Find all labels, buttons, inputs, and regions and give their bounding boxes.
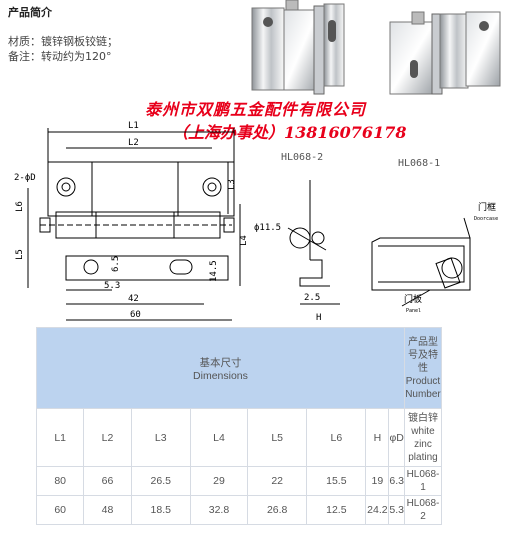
hinge-side-view bbox=[65, 255, 229, 281]
dimensions-header-cn: 基本尺寸 bbox=[199, 356, 242, 369]
col-header: L4 bbox=[189, 408, 249, 467]
model-label-left: HL068-2 bbox=[281, 152, 324, 163]
dimensions-header-en: Dimensions bbox=[193, 369, 248, 382]
cell: 15.5 bbox=[306, 466, 367, 496]
model-header-en: Product Number bbox=[405, 375, 441, 400]
mount-hole-left bbox=[56, 177, 76, 197]
mount-hole-right bbox=[202, 177, 222, 197]
cell: 5.3 bbox=[388, 495, 405, 525]
col-header: L3 bbox=[130, 408, 191, 467]
company-contact: （上海办事处）13816076178 bbox=[172, 123, 407, 142]
dim-label-l5: L5 bbox=[15, 249, 25, 260]
dim-label-l3: L3 bbox=[227, 179, 237, 190]
finish-label: 镀白锌 white zinc plating bbox=[403, 408, 443, 467]
hinge-top-view bbox=[47, 161, 235, 217]
model-cell: HL068-2 bbox=[403, 495, 443, 525]
col-header: L6 bbox=[306, 408, 367, 467]
dim-label-h: H bbox=[316, 313, 321, 323]
label-panel: Panel bbox=[406, 308, 421, 314]
cell: 48 bbox=[83, 495, 132, 525]
cell: 26.5 bbox=[130, 466, 191, 496]
cell: 12.5 bbox=[306, 495, 367, 525]
hinge-photo-hl068-2 bbox=[251, 0, 345, 95]
col-header: H bbox=[365, 408, 390, 467]
dimensions-header: 基本尺寸 Dimensions bbox=[36, 327, 405, 409]
col-header: L5 bbox=[247, 408, 308, 467]
hinge-photo-hl068-1 bbox=[389, 11, 501, 95]
note-text: 备注：转动约为120° bbox=[8, 50, 112, 63]
dim-label-60: 60 bbox=[130, 310, 141, 320]
dim-label-2phid: 2-ϕD bbox=[14, 173, 36, 183]
technical-drawing: L1 L2 L3 L4 L5 L6 2-ϕD 42 60 5.3 6.5 14.… bbox=[14, 121, 498, 323]
model-label-right: HL068-1 bbox=[398, 158, 441, 169]
column-header-row: L1 L2 L3 L4 L5 L6 H φD 镀白锌 white zinc pl… bbox=[35, 408, 443, 467]
label-door-frame: 门框 bbox=[478, 201, 496, 213]
dim-label-145: 14.5 bbox=[209, 260, 219, 282]
cell: 6.3 bbox=[388, 466, 405, 496]
dim-label-42: 42 bbox=[128, 294, 139, 304]
dim-label-53: 5.3 bbox=[104, 281, 120, 291]
cell: 29 bbox=[189, 466, 249, 496]
cell: 22 bbox=[247, 466, 308, 496]
pin-circle bbox=[289, 227, 311, 249]
dim-label-25: 2.5 bbox=[304, 293, 320, 303]
spec-table: 基本尺寸 Dimensions 产品型号及特性 Product Number L… bbox=[35, 327, 443, 525]
model-cell: HL068-1 bbox=[403, 466, 443, 496]
cell: 66 bbox=[83, 466, 132, 496]
intro-title: 产品简介 bbox=[8, 6, 52, 19]
dim-label-l1: L1 bbox=[128, 121, 139, 131]
label-doorcase: Doorcase bbox=[474, 216, 498, 222]
dim-label-l4: L4 bbox=[239, 235, 249, 246]
product-photo bbox=[251, 0, 501, 95]
cell: 60 bbox=[35, 495, 85, 525]
cell: 19 bbox=[365, 466, 390, 496]
model-header-cn: 产品型号及特性 bbox=[407, 336, 438, 374]
cell: 24.2 bbox=[365, 495, 390, 525]
label-door-panel: 门板 bbox=[404, 293, 422, 305]
dim-label-l2: L2 bbox=[128, 138, 139, 148]
cell: 80 bbox=[35, 466, 85, 496]
cell: 18.5 bbox=[130, 495, 191, 525]
col-header: L1 bbox=[35, 408, 85, 467]
model-header: 产品型号及特性 Product Number bbox=[403, 327, 443, 409]
table-row: 80 66 26.5 29 22 15.5 19 6.3 HL068-1 bbox=[35, 466, 443, 496]
dim-label-65: 6.5 bbox=[111, 256, 121, 272]
company-name: 泰州市双鹏五金配件有限公司 bbox=[145, 100, 367, 119]
dim-label-l6: L6 bbox=[15, 201, 25, 212]
col-header: L2 bbox=[83, 408, 132, 467]
table-row: 60 48 18.5 32.8 26.8 12.5 24.2 5.3 HL068… bbox=[35, 495, 443, 525]
material-text: 材质：镀锌钢板铰链； bbox=[8, 35, 118, 48]
table-header-row: 基本尺寸 Dimensions 产品型号及特性 Product Number bbox=[36, 327, 443, 409]
dim-label-phi115: ϕ11.5 bbox=[254, 223, 281, 233]
col-header: φD bbox=[388, 408, 405, 467]
cell: 26.8 bbox=[247, 495, 308, 525]
cell: 32.8 bbox=[189, 495, 249, 525]
